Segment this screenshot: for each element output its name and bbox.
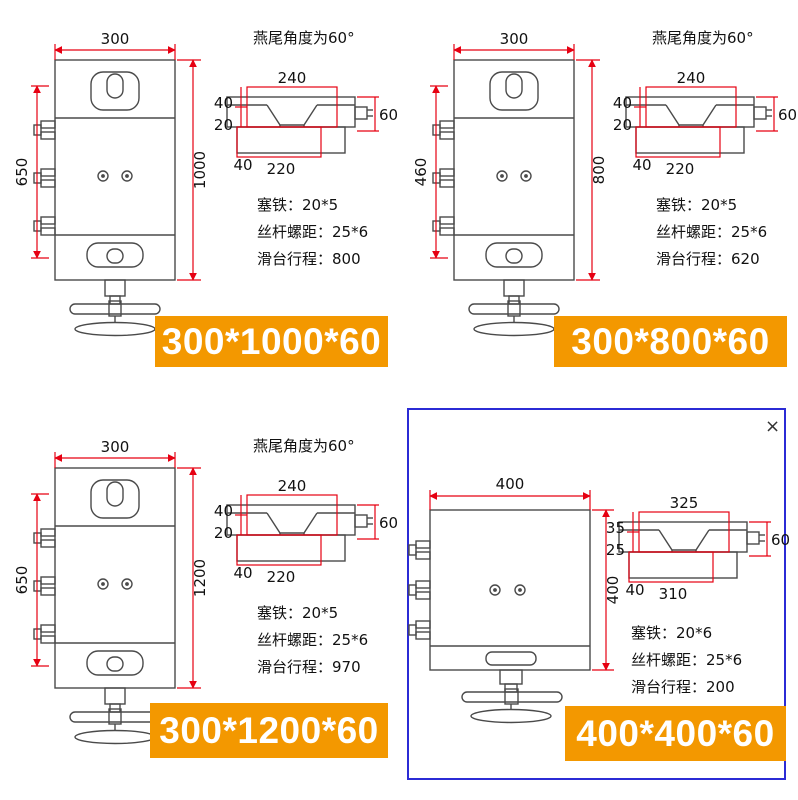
dovetail-angle-note: 燕尾角度为60° xyxy=(652,29,754,47)
dim-front-left-height: 650 xyxy=(13,566,31,595)
technical-drawing: 300 460 800 240 40 20 40 220 60 xyxy=(412,30,797,337)
dim-front-right-height: 400 xyxy=(604,576,622,605)
spec-travel: 滑台行程：620 xyxy=(656,250,760,268)
dim-front-right-height: 1200 xyxy=(191,559,209,597)
dim-section-lower-left: 20 xyxy=(214,524,233,542)
size-banner: 400*400*60 xyxy=(565,706,786,761)
size-banner: 300*1200*60 xyxy=(150,703,388,758)
dovetail-section-view xyxy=(226,504,374,562)
spec-screw-pitch: 丝杆螺距：25*6 xyxy=(631,651,743,669)
dovetail-section-view xyxy=(625,96,773,154)
dim-section-upper-left: 35 xyxy=(606,519,625,537)
spec-list: 塞铁：20*5 丝杆螺距：25*6 滑台行程：620 xyxy=(656,192,767,273)
front-dimension-lines xyxy=(430,490,614,670)
spec-gib: 塞铁：20*5 xyxy=(656,196,738,214)
spec-travel: 滑台行程：200 xyxy=(631,678,735,696)
dovetail-angle-note: 燕尾角度为60° xyxy=(253,437,355,455)
dim-section-top: 240 xyxy=(677,69,706,87)
dim-section-right: 60 xyxy=(379,106,398,124)
dim-section-bottom: 310 xyxy=(659,585,688,603)
dim-section-bottom-left: 40 xyxy=(632,156,651,174)
dim-section-top: 240 xyxy=(278,477,307,495)
dim-section-right: 60 xyxy=(771,531,790,549)
dim-front-width: 400 xyxy=(496,475,525,493)
dim-section-lower-left: 20 xyxy=(613,116,632,134)
technical-drawing: 300 650 1200 240 40 20 40 220 60 xyxy=(13,438,398,745)
dim-front-width: 300 xyxy=(500,30,529,48)
size-banner: 300*800*60 xyxy=(554,316,787,367)
panel-400x400x60-selected: × 400 400 325 35 25 40 310 60 塞铁：20*6 丝杆… xyxy=(399,408,798,800)
spec-screw-pitch: 丝杆螺距：25*6 xyxy=(656,223,768,241)
dim-front-left-height: 650 xyxy=(13,158,31,187)
size-banner: 300*1000*60 xyxy=(155,316,388,367)
dim-front-width: 300 xyxy=(101,30,130,48)
panel-300x1200x60: 300 650 1200 240 40 20 40 220 60 燕尾角度为60… xyxy=(0,408,399,800)
slide-front-view xyxy=(408,509,591,724)
spec-list: 塞铁：20*5 丝杆螺距：25*6 滑台行程：800 xyxy=(257,192,368,273)
dim-section-bottom: 220 xyxy=(267,160,296,178)
spec-screw-pitch: 丝杆螺距：25*6 xyxy=(257,223,369,241)
panel-300x1000x60: 300 650 1000 240 40 20 40 220 60 燕尾角度为60… xyxy=(0,0,399,392)
spec-screw-pitch: 丝杆螺距：25*6 xyxy=(257,631,369,649)
spec-gib: 塞铁：20*5 xyxy=(257,196,339,214)
spec-travel: 滑台行程：970 xyxy=(257,658,361,676)
dim-section-right: 60 xyxy=(778,106,797,124)
slide-front-view xyxy=(33,59,176,337)
dovetail-angle-note: 燕尾角度为60° xyxy=(253,29,355,47)
dim-section-bottom-left: 40 xyxy=(233,156,252,174)
dim-section-bottom: 220 xyxy=(267,568,296,586)
dim-section-upper-left: 40 xyxy=(214,94,233,112)
dim-section-top: 240 xyxy=(278,69,307,87)
spec-gib: 塞铁：20*5 xyxy=(257,604,339,622)
spec-travel: 滑台行程：800 xyxy=(257,250,361,268)
panel-300x800x60: 300 460 800 240 40 20 40 220 60 燕尾角度为60°… xyxy=(399,0,798,392)
dim-section-bottom: 220 xyxy=(666,160,695,178)
dim-section-lower-left: 25 xyxy=(606,541,625,559)
dim-section-bottom-left: 40 xyxy=(233,564,252,582)
close-icon[interactable]: × xyxy=(765,416,781,437)
selection-border xyxy=(407,408,786,780)
dim-section-lower-left: 20 xyxy=(214,116,233,134)
dovetail-section-view xyxy=(226,96,374,154)
technical-drawing: 300 650 1000 240 40 20 40 220 60 xyxy=(13,30,398,337)
spec-list: 塞铁：20*5 丝杆螺距：25*6 滑台行程：970 xyxy=(257,600,368,681)
dim-section-bottom-left: 40 xyxy=(625,581,644,599)
dim-section-top: 325 xyxy=(670,494,699,512)
dim-section-upper-left: 40 xyxy=(613,94,632,112)
dovetail-section-view xyxy=(618,521,766,579)
dim-front-width: 300 xyxy=(101,438,130,456)
dim-section-upper-left: 40 xyxy=(214,502,233,520)
dim-front-right-height: 1000 xyxy=(191,151,209,189)
dim-section-right: 60 xyxy=(379,514,398,532)
slide-front-view xyxy=(432,59,575,337)
spec-gib: 塞铁：20*6 xyxy=(631,624,713,642)
spec-list: 塞铁：20*6 丝杆螺距：25*6 滑台行程：200 xyxy=(631,620,742,701)
technical-drawing: 400 400 325 35 25 40 310 60 xyxy=(408,475,790,724)
dim-front-left-height: 460 xyxy=(412,158,430,187)
dim-front-right-height: 800 xyxy=(590,156,608,185)
